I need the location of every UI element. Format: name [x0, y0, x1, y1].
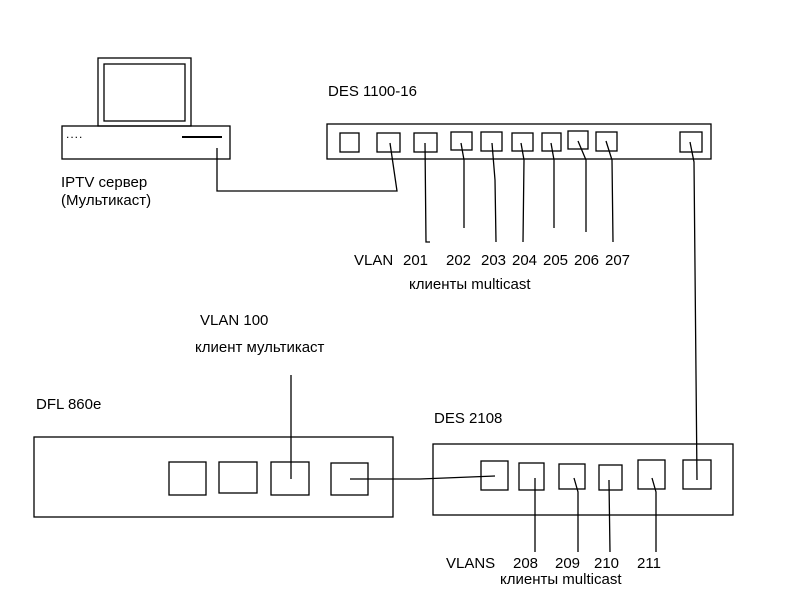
switch2-port-3	[558, 463, 586, 490]
switch1-port-7	[541, 132, 562, 152]
switch1-port-2	[376, 132, 401, 153]
cables	[216, 140, 698, 553]
cable-vlan-204	[520, 142, 525, 243]
switch1-vlan-prefix: VLAN	[354, 252, 394, 269]
firewall-body	[33, 436, 394, 518]
switch1-port-9	[595, 131, 618, 152]
switch2-body	[432, 443, 734, 516]
switch2-clients-label: клиенты multicast	[500, 571, 622, 588]
switch2-port-2	[518, 462, 545, 491]
cable-vlan-210	[608, 480, 611, 553]
cable-firewall-to-switch2	[350, 475, 496, 480]
switch2-vlan-210: 210	[594, 555, 620, 572]
switch2-port-5	[637, 459, 666, 490]
firewall-port-2	[218, 461, 258, 494]
switch-des-1100-16	[326, 123, 712, 160]
cable-vlan-201	[424, 142, 430, 243]
switch2-port-1	[480, 460, 509, 491]
cable-vlan-211	[651, 477, 657, 552]
switch1-port-1	[339, 132, 360, 153]
server-subtitle: (Мультикаст)	[61, 192, 152, 209]
switch2-port-4	[598, 464, 623, 491]
switch1-vlan-206: 206	[574, 252, 600, 269]
cable-vlan-203	[491, 142, 497, 243]
monitor-outer	[97, 57, 192, 127]
switch1-clients-label: клиенты multicast	[409, 276, 531, 293]
switch1-name: DES 1100-16	[328, 83, 417, 100]
computer-icon	[61, 57, 231, 160]
cable-vlan-209	[573, 477, 579, 552]
switch1-port-5	[480, 131, 503, 152]
firewall-client-label: клиент мультикаст	[195, 339, 325, 356]
firewall-dfl-860e	[33, 436, 394, 518]
monitor-screen	[103, 63, 186, 122]
firewall-name: DFL 860e	[36, 396, 102, 413]
cable-vlan-202	[460, 142, 465, 228]
switch1-vlan-204: 204	[512, 252, 538, 269]
switch2-vlan-208: 208	[513, 555, 539, 572]
server-name: IPTV сервер	[61, 174, 148, 191]
switch2-vlan-209: 209	[555, 555, 581, 572]
switch1-vlan-201: 201	[403, 252, 429, 269]
cable-switch1-to-switch2	[689, 141, 698, 481]
drive-dots: ....	[66, 127, 84, 141]
firewall-port-1	[168, 461, 207, 496]
switch1-body	[326, 123, 712, 160]
cable-vlan-207	[605, 140, 614, 243]
switch-des-2108	[432, 443, 734, 516]
cable-vlan-205	[550, 142, 555, 228]
switch1-vlan-205: 205	[543, 252, 569, 269]
firewall-port-3	[270, 461, 310, 496]
switch2-name: DES 2108	[434, 410, 503, 427]
firewall-vlan-label: VLAN 100	[200, 312, 269, 329]
switch1-vlan-203: 203	[481, 252, 507, 269]
switch1-vlan-207: 207	[605, 252, 631, 269]
switch1-uplink-port	[679, 131, 703, 153]
switch2-vlan-211: 211	[637, 555, 661, 572]
switch1-port-8	[567, 130, 589, 150]
switch1-vlan-202: 202	[446, 252, 472, 269]
system-unit	[61, 125, 231, 160]
cable-vlan-206	[577, 140, 587, 232]
cable-server-to-switch1	[216, 142, 398, 192]
switch1-port-4	[450, 131, 473, 151]
switch2-vlan-prefix: VLANS	[446, 555, 496, 572]
